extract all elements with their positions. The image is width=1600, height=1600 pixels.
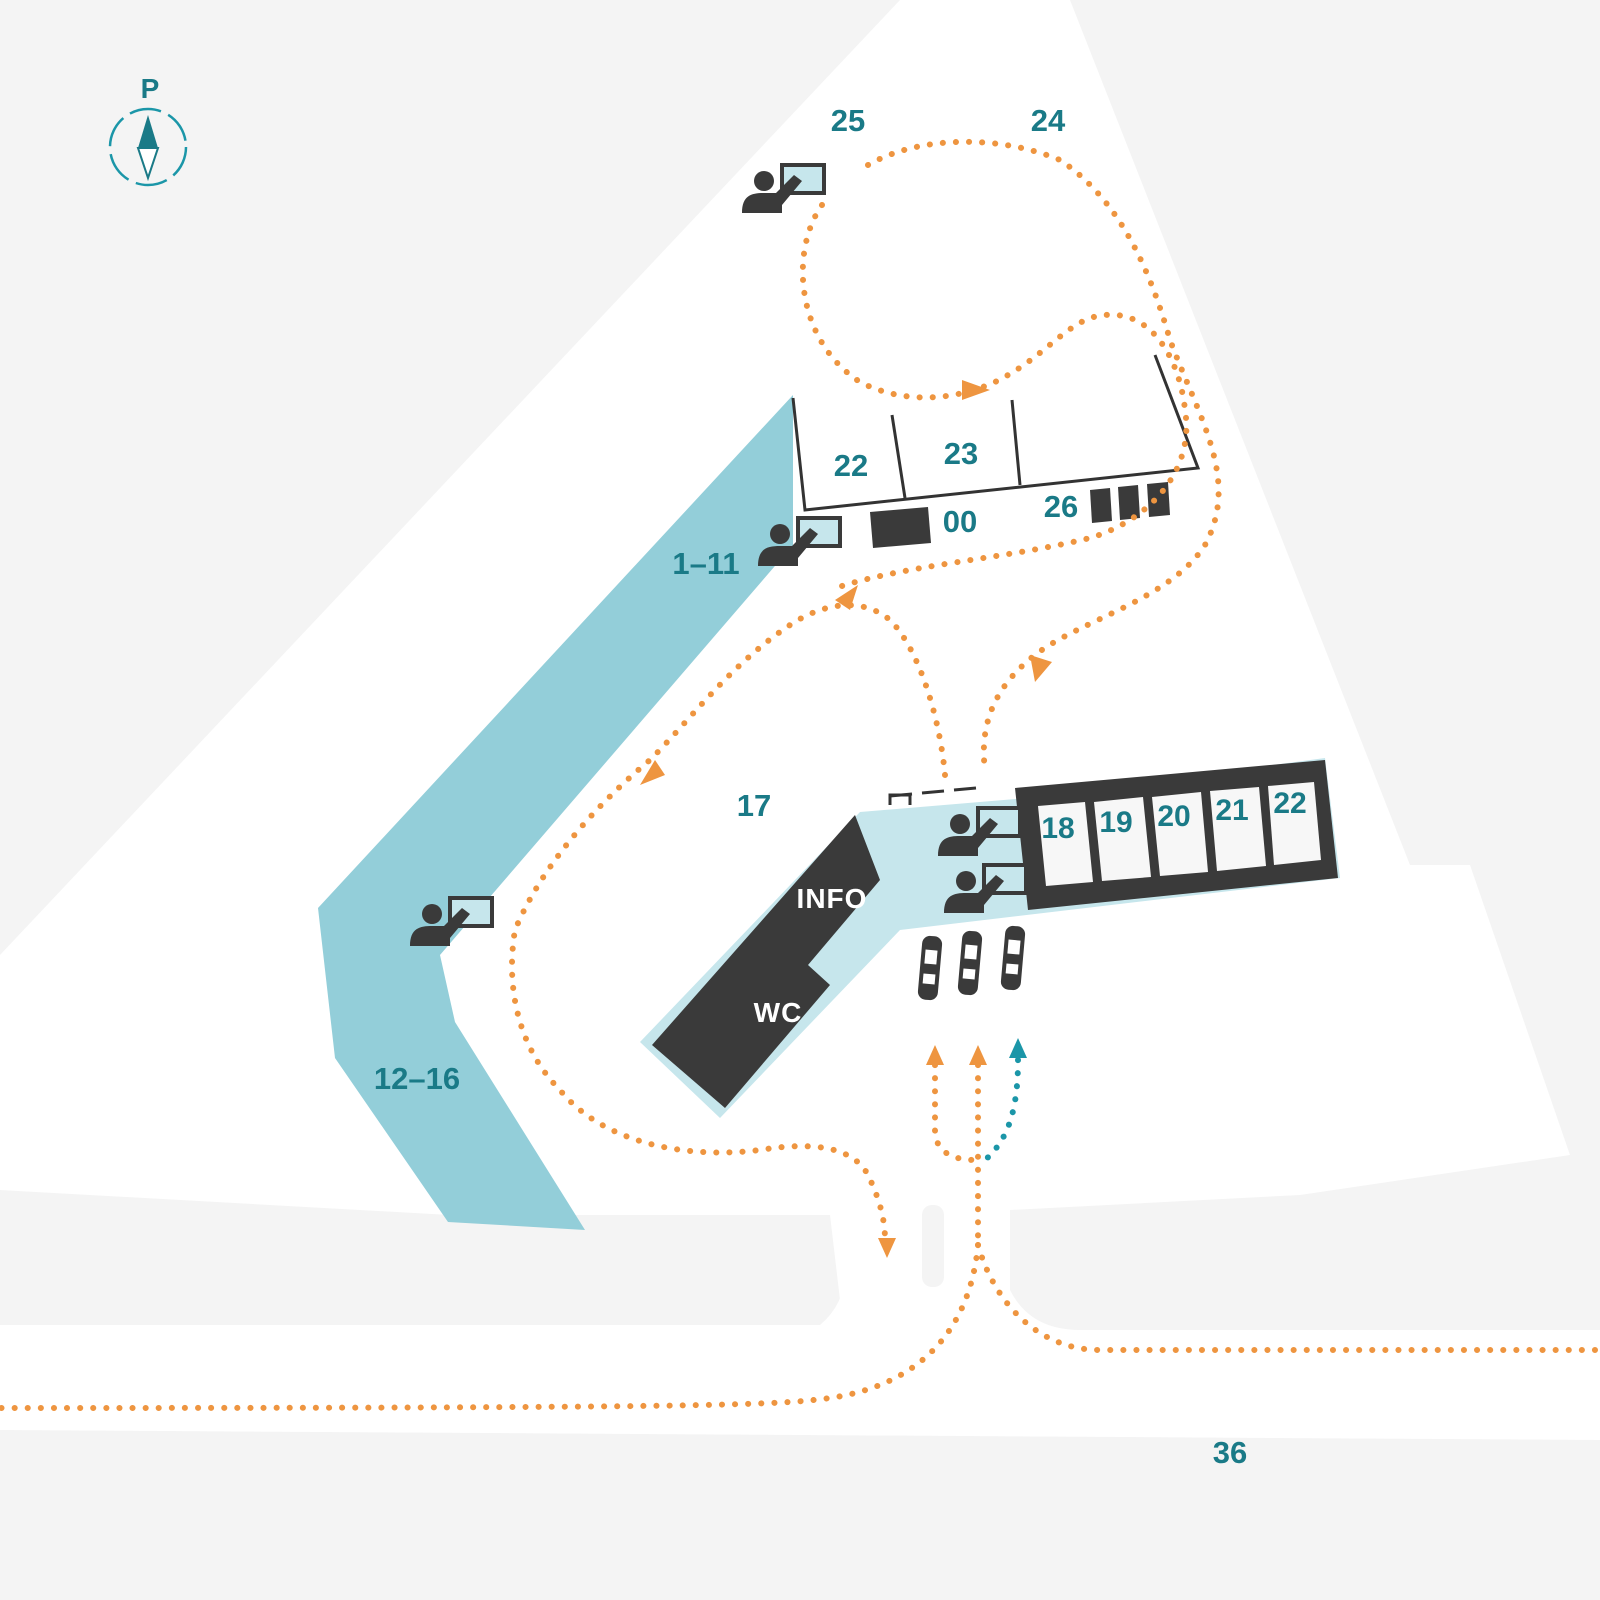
car-icon — [957, 930, 983, 996]
bay-21-box — [1210, 787, 1266, 871]
road-divider — [922, 1205, 944, 1287]
zone-label-36: 36 — [1213, 1435, 1247, 1470]
bay-label-18: 18 — [1041, 812, 1074, 845]
info-label: INFO — [797, 883, 868, 914]
bay-label-22: 22 — [1273, 787, 1306, 820]
bay-label-20: 20 — [1157, 800, 1190, 833]
route-arrows — [640, 380, 1052, 1258]
stand-divider-1 — [890, 414, 907, 499]
zone-label-1-11: 1–11 — [672, 546, 739, 581]
zone-label-00: 00 — [943, 504, 977, 539]
compass-label: P — [141, 73, 160, 104]
box-26-b — [1118, 485, 1140, 520]
compass-north-icon — [108, 107, 188, 187]
zone-label-12-16: 12–16 — [374, 1061, 460, 1096]
gate-mark-1 — [889, 792, 913, 798]
route-top-loop — [799, 202, 1190, 593]
route-exit-left — [0, 1242, 981, 1411]
compass: P — [108, 73, 188, 187]
bays-block — [888, 760, 1338, 910]
stand-outline — [791, 354, 1201, 512]
info-wc-building — [652, 815, 880, 1108]
box-26-c — [1147, 482, 1170, 517]
route-arrow-icon — [926, 1045, 944, 1065]
stand-divider-2 — [1010, 399, 1022, 486]
route-arrow-icon — [1009, 1038, 1027, 1058]
zone-label-22-top: 22 — [834, 448, 868, 483]
gate-mark-3 — [953, 786, 977, 792]
bay-label-19: 19 — [1099, 806, 1132, 839]
route-exit-right — [975, 1242, 1600, 1353]
zone-1-16-area — [318, 395, 793, 1230]
route-top-right — [865, 138, 1222, 773]
route-arrow-icon — [640, 760, 665, 785]
car-icon — [1000, 925, 1026, 991]
bay-18-box — [1038, 802, 1093, 886]
zone-labels: 25 24 22 23 00 26 1–11 17 12–16 36 — [374, 103, 1247, 1470]
box-00 — [870, 507, 931, 548]
parking-cars — [917, 925, 1026, 1001]
bay-label-21: 21 — [1215, 794, 1248, 827]
route-arrow-icon — [835, 585, 858, 610]
bay-20-box — [1152, 792, 1208, 876]
route-arrow-icon — [969, 1045, 987, 1065]
gate-mark-2 — [921, 789, 945, 795]
bay-22-box — [1268, 782, 1321, 865]
wc-label: WC — [754, 997, 803, 1028]
zone-label-23: 23 — [944, 436, 978, 471]
route-arrow-icon — [962, 380, 990, 400]
zone-label-25: 25 — [831, 103, 865, 138]
route-entry-1 — [932, 1062, 978, 1163]
zone-label-17: 17 — [737, 788, 771, 823]
zone-label-24: 24 — [1031, 103, 1066, 138]
bay-19-box — [1094, 797, 1151, 881]
box-26-a — [1090, 488, 1112, 523]
zone-label-26: 26 — [1044, 489, 1078, 524]
route-arrow-icon — [878, 1238, 896, 1258]
bay-labels: 18 19 20 21 22 — [1041, 787, 1306, 845]
routes — [0, 138, 1600, 1411]
lower-road — [0, 1210, 1600, 1440]
stand-block-22-23 — [791, 354, 1201, 512]
route-arrow-icon — [1030, 655, 1052, 682]
car-icon — [917, 935, 943, 1001]
route-mid — [509, 602, 948, 1243]
route-teal-entry — [982, 1057, 1021, 1163]
storage-boxes — [870, 482, 1170, 548]
